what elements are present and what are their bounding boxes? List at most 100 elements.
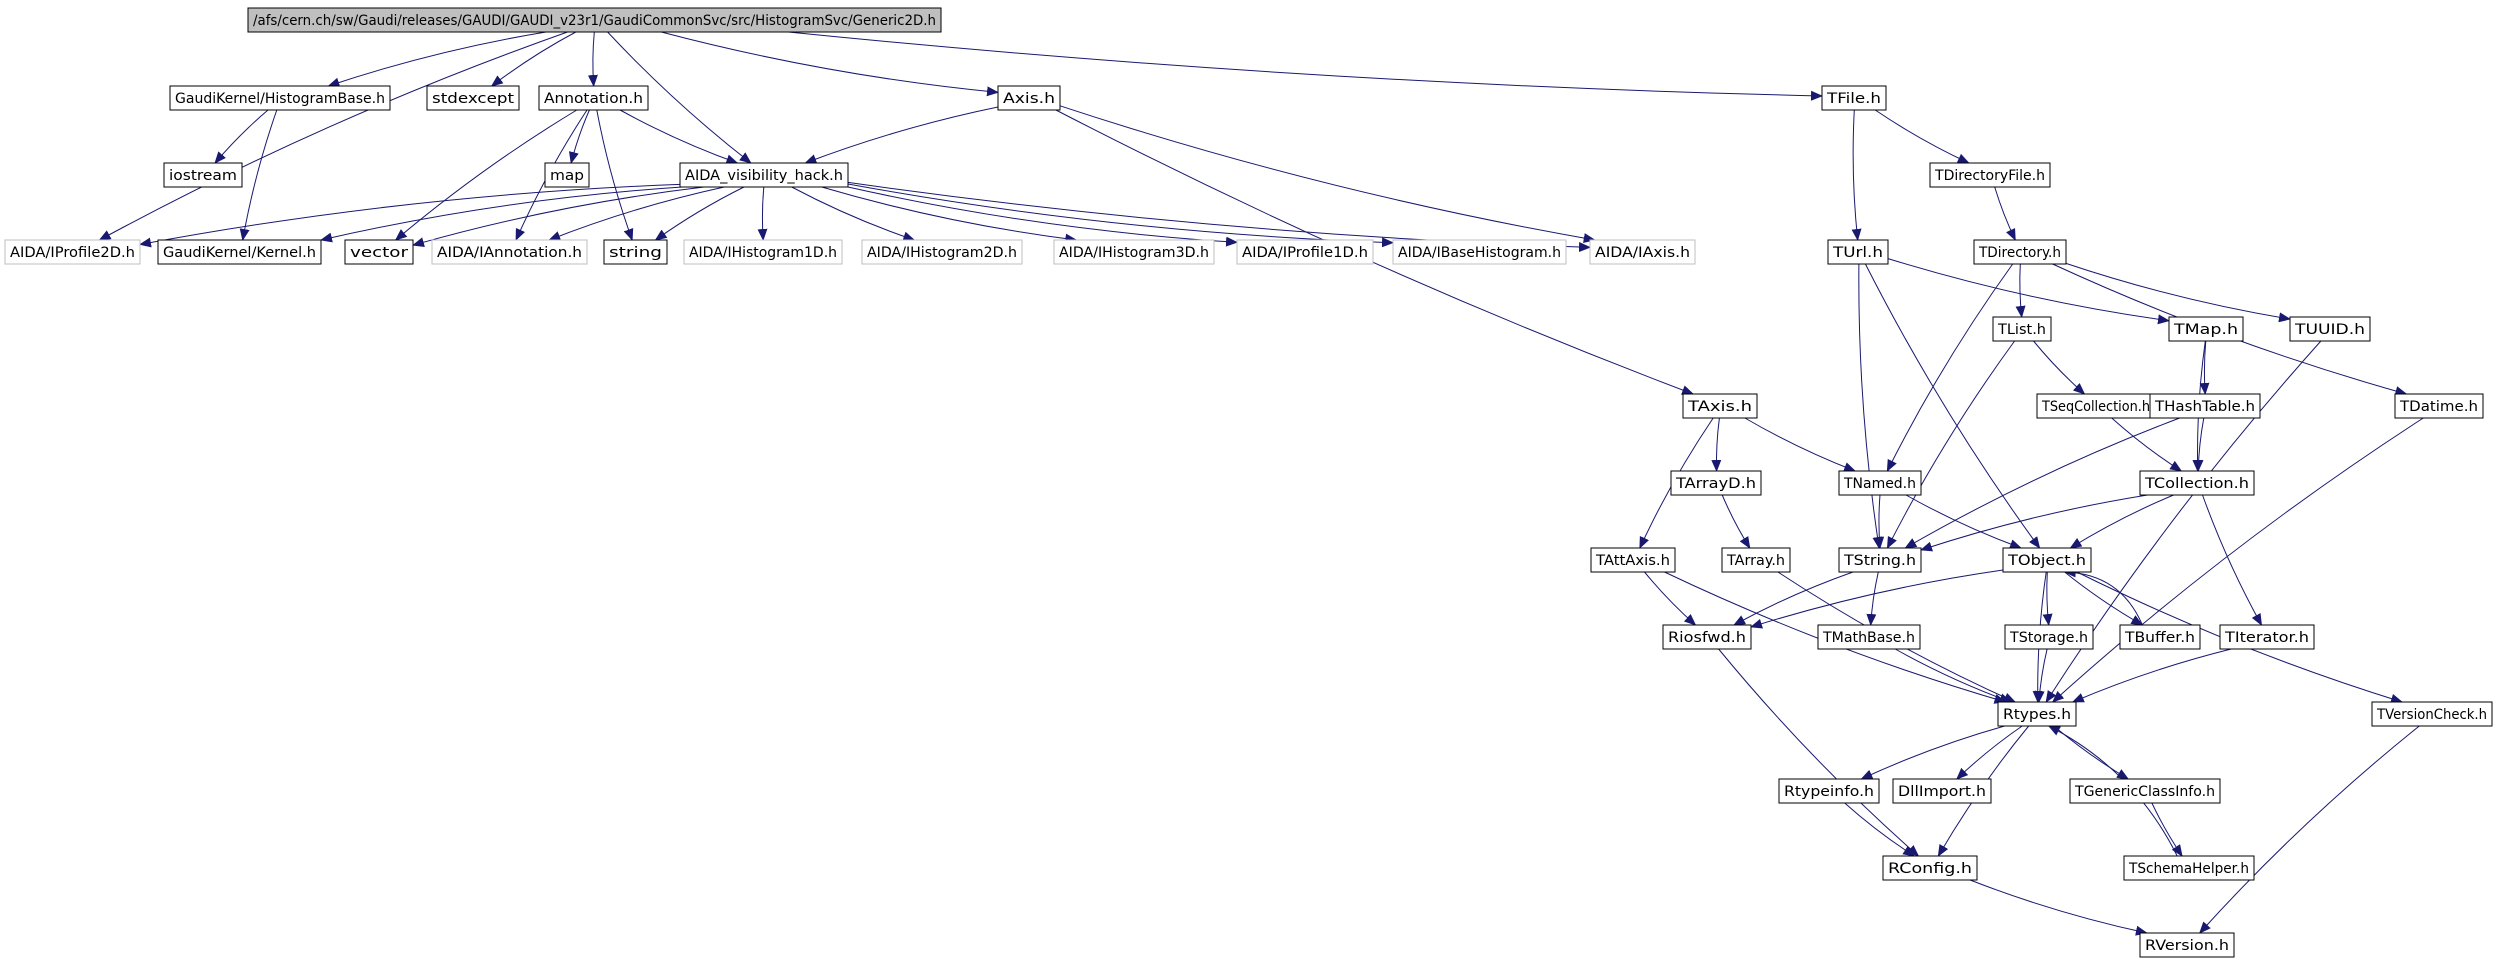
include-node[interactable]: TAttAxis.h — [1590, 547, 1676, 573]
node-box — [2394, 393, 2484, 419]
include-node[interactable]: DllImport.h — [1892, 778, 1992, 804]
include-node[interactable]: Annotation.h — [538, 85, 649, 111]
edge-TNamed-to-TString — [1874, 494, 1885, 549]
include-node[interactable]: TSeqCollection.h — [2036, 393, 2156, 419]
include-node[interactable]: AIDA_visibility_hack.h — [679, 162, 849, 188]
include-node[interactable]: TDirectoryFile.h — [1929, 162, 2051, 188]
node-box — [544, 162, 590, 188]
include-node[interactable]: TMap.h — [2168, 316, 2244, 342]
include-node[interactable]: TNamed.h — [1838, 470, 1922, 496]
include-node[interactable]: stdexcept — [426, 85, 520, 111]
include-node[interactable]: Riosfwd.h — [1662, 624, 1752, 650]
node-box — [1929, 162, 2051, 188]
node-box — [1817, 624, 1921, 650]
edge-THashTable-to-TCollection — [2193, 417, 2205, 472]
edge-TIterator-to-Rtypes — [2071, 648, 2232, 703]
edge-root-to-AIDAvis — [607, 31, 752, 164]
node-label: DllImport.h — [1898, 784, 1986, 800]
include-node[interactable]: TUUID.h — [2289, 316, 2371, 342]
edge-TSeqCollection-to-TCollection — [2111, 417, 2183, 472]
edge-TCollection-to-TIterator — [2202, 494, 2262, 626]
edge-AIDAvis-to-IBaseHistogram — [847, 183, 1394, 248]
include-node[interactable]: TIterator.h — [2219, 624, 2315, 650]
edge-TGenericClassInfo-to-TSchemaHelper — [2151, 802, 2183, 857]
edge-TFile-to-TUrl — [1851, 109, 1862, 241]
node-label: AIDA/IHistogram2D.h — [867, 245, 1017, 261]
include-node[interactable]: TList.h — [1992, 316, 2052, 342]
node-box — [431, 239, 588, 265]
node-label: TFile.h — [1826, 91, 1881, 107]
include-node[interactable]: TArray.h — [1721, 547, 1791, 573]
node-box — [1892, 778, 1992, 804]
node-box — [4, 239, 141, 265]
node-label: GaudiKernel/Kernel.h — [163, 245, 316, 261]
include-node: AIDA/IBaseHistogram.h — [1392, 239, 1567, 265]
edge-AIDAvis-to-IProfile2D — [139, 183, 681, 248]
include-node[interactable]: string — [603, 239, 668, 265]
edge-Riosfwd-to-RConfig — [1718, 648, 1920, 857]
node-box — [538, 85, 649, 111]
node-label: TList.h — [1997, 322, 2046, 338]
node-label: TDirectory.h — [1978, 245, 2061, 261]
edge-TObject-to-TBuffer — [2064, 571, 2144, 626]
include-node[interactable]: TDirectory.h — [1973, 239, 2067, 265]
node-label: TAxis.h — [1687, 399, 1752, 415]
include-node[interactable]: Rtypeinfo.h — [1778, 778, 1880, 804]
include-node[interactable]: GaudiKernel/HistogramBase.h — [169, 85, 391, 111]
include-node[interactable]: TVersionCheck.h — [2371, 701, 2493, 727]
node-box — [2069, 778, 2221, 804]
node-label: TArrayD.h — [1675, 476, 1756, 492]
node-label: Riosfwd.h — [1668, 630, 1746, 646]
node-label: AIDA_visibility_hack.h — [685, 168, 843, 184]
include-node[interactable]: TArrayD.h — [1670, 470, 1762, 496]
edge-TDirectory-to-TNamed — [1886, 263, 2014, 472]
node-label: TSchemaHelper.h — [2128, 861, 2249, 877]
include-node[interactable]: map — [544, 162, 590, 188]
include-node[interactable]: TAxis.h — [1682, 393, 1758, 419]
node-label: /afs/cern.ch/sw/Gaudi/releases/GAUDI/GAU… — [253, 13, 936, 29]
node-label: TCollection.h — [2144, 476, 2249, 492]
node-box — [1882, 855, 1978, 881]
edge-TUrl-to-TObject — [1864, 263, 2041, 549]
include-node[interactable]: TFile.h — [1821, 85, 1887, 111]
include-node[interactable]: TGenericClassInfo.h — [2069, 778, 2221, 804]
node-label: AIDA/IAxis.h — [1595, 245, 1690, 261]
include-node: AIDA/IHistogram2D.h — [861, 239, 1023, 265]
include-node[interactable]: TDatime.h — [2394, 393, 2484, 419]
edge-TObject-to-TStorage — [2042, 571, 2053, 626]
node-box — [1589, 239, 1696, 265]
include-node[interactable]: TObject.h — [2002, 547, 2092, 573]
edge-Rtypes-to-Rtypeinfo — [1860, 725, 2005, 780]
node-label: map — [550, 168, 584, 184]
include-node[interactable]: TBuffer.h — [2119, 624, 2201, 650]
include-node[interactable]: Axis.h — [997, 85, 1061, 111]
node-label: GaudiKernel/HistogramBase.h — [175, 91, 385, 107]
edge-Axis-to-IAxis — [1059, 105, 1596, 244]
include-node[interactable]: vector — [344, 239, 414, 265]
include-node[interactable]: TString.h — [1838, 547, 1922, 573]
include-node[interactable]: GaudiKernel/Kernel.h — [157, 239, 322, 265]
node-box — [2002, 547, 2092, 573]
include-node[interactable]: RVersion.h — [2139, 932, 2235, 958]
include-node[interactable]: iostream — [163, 162, 243, 188]
edge-AIDAvis-to-IAxis — [847, 181, 1591, 253]
node-label: TGenericClassInfo.h — [2074, 784, 2215, 800]
include-node[interactable]: THashTable.h — [2149, 393, 2261, 419]
node-box — [1827, 239, 1889, 265]
root-file-node[interactable]: /afs/cern.ch/sw/Gaudi/releases/GAUDI/GAU… — [247, 7, 942, 33]
include-node[interactable]: TStorage.h — [2004, 624, 2094, 650]
include-node[interactable]: TUrl.h — [1827, 239, 1889, 265]
include-node[interactable]: TSchemaHelper.h — [2123, 855, 2255, 881]
edge-AIDAvis-to-IHistogram1D — [757, 186, 768, 241]
node-box — [2149, 393, 2261, 419]
node-label: THashTable.h — [2154, 399, 2255, 415]
include-node[interactable]: TMathBase.h — [1817, 624, 1921, 650]
node-label: RConfig.h — [1888, 861, 1972, 877]
include-node[interactable]: TCollection.h — [2139, 470, 2255, 496]
include-node[interactable]: Rtypes.h — [1997, 701, 2077, 727]
include-node[interactable]: RConfig.h — [1882, 855, 1978, 881]
node-label: AIDA/IProfile1D.h — [1242, 245, 1368, 261]
node-box — [157, 239, 322, 265]
node-label: TVersionCheck.h — [2376, 707, 2487, 723]
